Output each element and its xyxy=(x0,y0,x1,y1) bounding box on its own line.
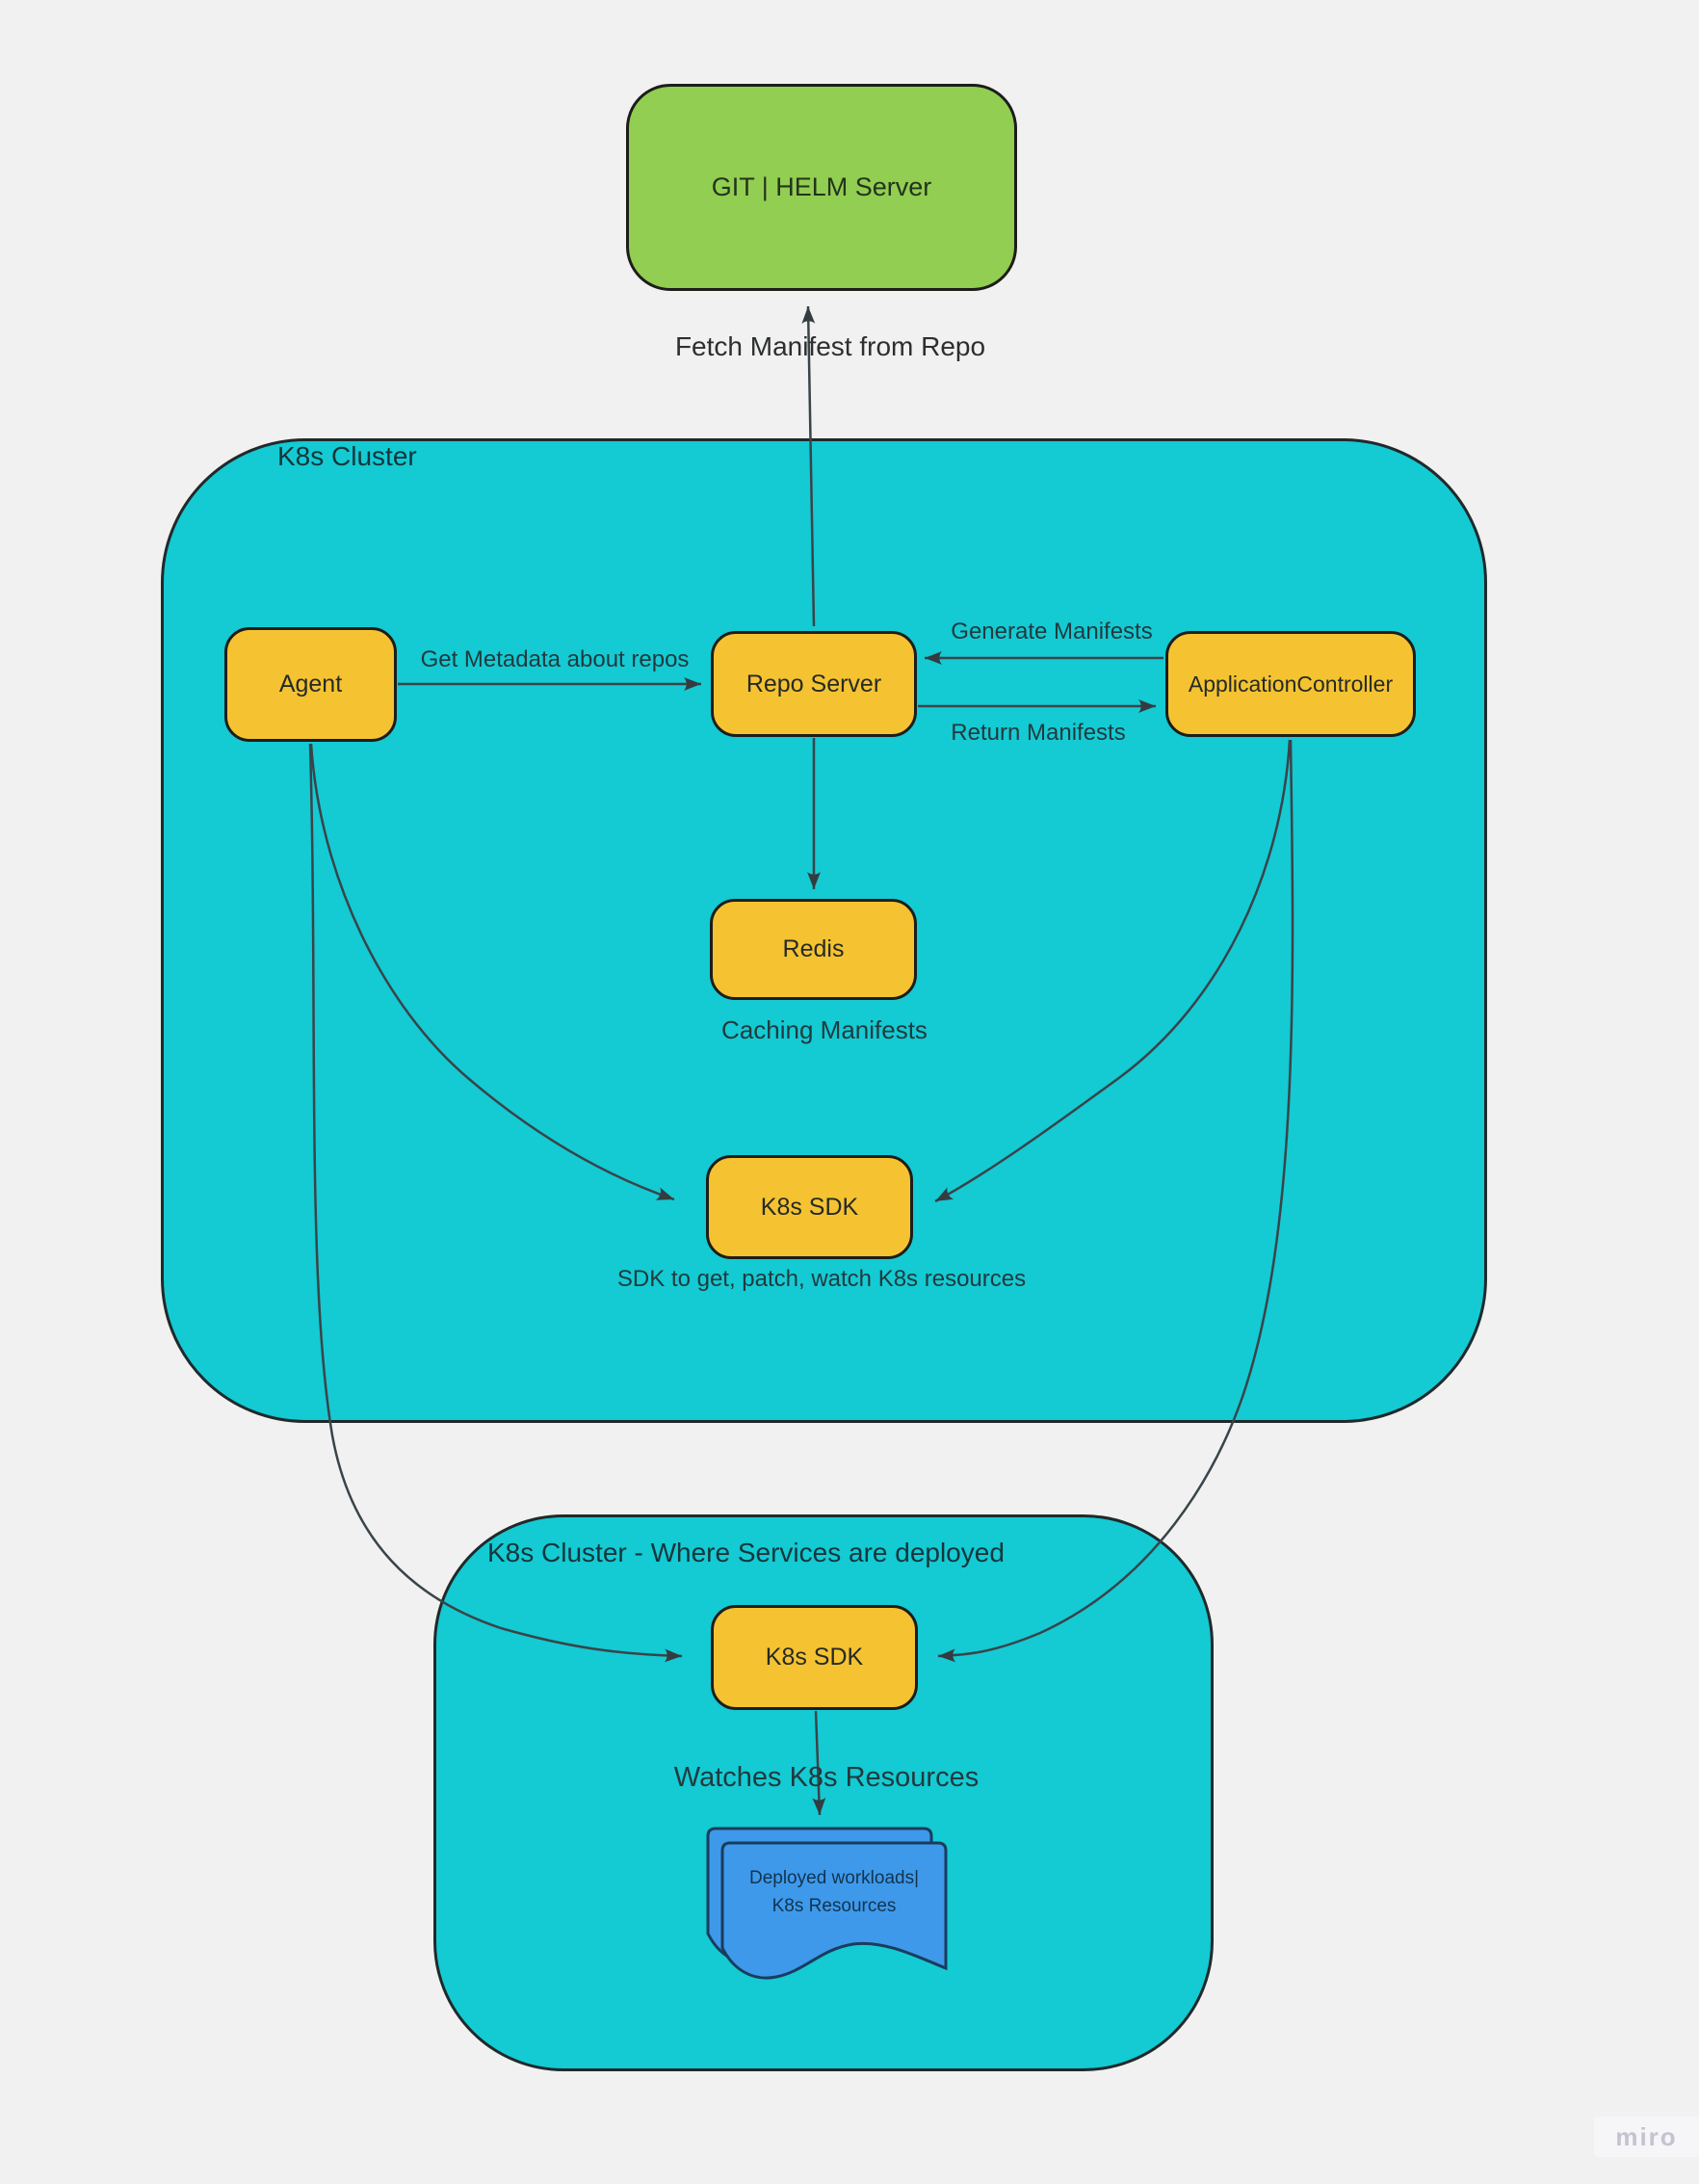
document-workloads-text[interactable]: Deployed workloads| K8s Resources xyxy=(732,1865,936,1920)
document-shape-front[interactable] xyxy=(720,1841,948,1980)
node-repo-server[interactable]: Repo Server xyxy=(711,631,917,737)
node-redis[interactable]: Redis xyxy=(710,899,917,1000)
document-workloads-line2: K8s Resources xyxy=(771,1895,897,1916)
node-k8s-sdk-main-label: K8s SDK xyxy=(760,1193,859,1221)
node-k8s-sdk-services-label: K8s SDK xyxy=(765,1644,864,1671)
connector-appctrl-to-sdk-main[interactable] xyxy=(934,739,1292,1203)
connector-repo-to-git[interactable] xyxy=(801,305,816,627)
node-agent-label: Agent xyxy=(278,671,343,697)
node-application-controller[interactable]: ApplicationController xyxy=(1165,631,1416,737)
label-generate-manifests[interactable]: Generate Manifests xyxy=(951,618,1153,645)
connector-sdk-to-workloads[interactable] xyxy=(812,1710,826,1816)
node-repo-server-label: Repo Server xyxy=(745,670,882,697)
node-git-helm-server-label: GIT | HELM Server xyxy=(711,172,932,201)
miro-watermark-label: miro xyxy=(1615,2121,1678,2151)
miro-watermark[interactable]: miro xyxy=(1594,2117,1699,2157)
label-sdk-description[interactable]: SDK to get, patch, watch K8s resources xyxy=(616,1266,1027,1292)
label-watches-resources[interactable]: Watches K8s Resources xyxy=(673,1762,980,1793)
document-workloads-line1: Deployed workloads| xyxy=(748,1868,920,1888)
connector-appctrl-to-sdk-services[interactable] xyxy=(937,739,1294,1663)
node-git-helm-server[interactable]: GIT | HELM Server xyxy=(626,84,1017,291)
connector-agent-to-sdk-main[interactable] xyxy=(309,743,675,1201)
label-return-manifests[interactable]: Return Manifests xyxy=(951,720,1126,746)
connector-agent-to-sdk-services[interactable] xyxy=(308,743,683,1663)
label-get-metadata[interactable]: Get Metadata about repos xyxy=(420,646,690,672)
node-redis-label: Redis xyxy=(782,935,845,962)
cluster-main-title: K8s Cluster xyxy=(277,441,417,471)
node-application-controller-label: ApplicationController xyxy=(1188,671,1394,697)
label-caching-manifests[interactable]: Caching Manifests xyxy=(721,1015,928,1044)
node-k8s-sdk-main[interactable]: K8s SDK xyxy=(706,1155,913,1259)
cluster-services-title: K8s Cluster - Where Services are deploye… xyxy=(487,1538,1005,1567)
node-agent[interactable]: Agent xyxy=(224,627,397,742)
label-fetch-manifest[interactable]: Fetch Manifest from Repo xyxy=(674,331,986,361)
node-k8s-sdk-services[interactable]: K8s SDK xyxy=(711,1605,918,1710)
